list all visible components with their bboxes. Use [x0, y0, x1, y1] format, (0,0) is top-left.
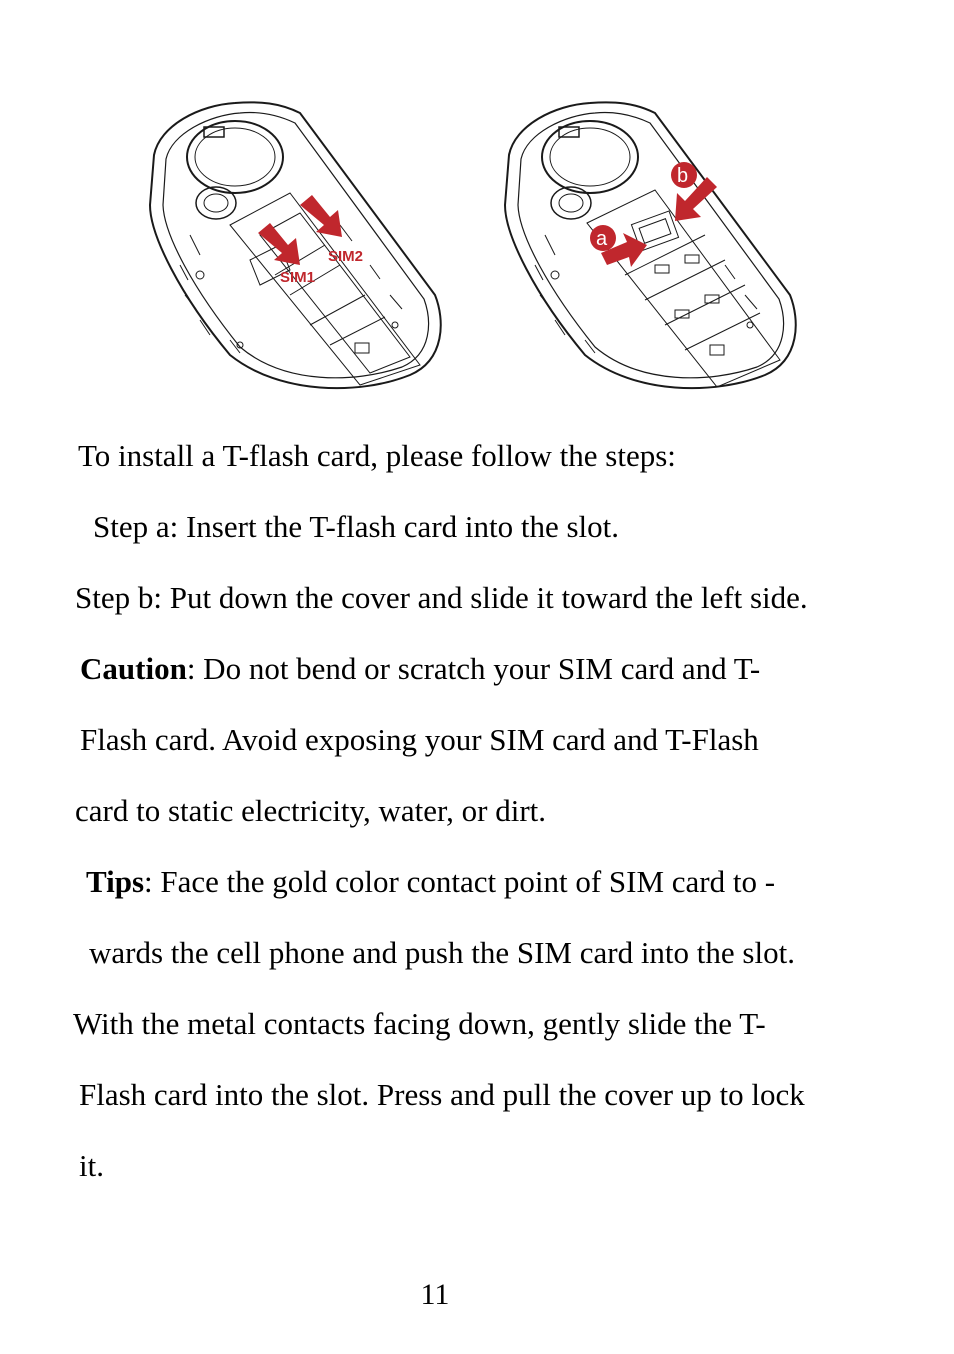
tips-line-4: Flash card into the slot. Press and pull…	[79, 1077, 805, 1112]
step-a-arrow	[601, 233, 647, 267]
camera-ring	[186, 120, 284, 194]
tips-line-2: wards the cell phone and push the SIM ca…	[89, 935, 795, 970]
battery-compartment	[179, 192, 421, 386]
tflash-install-figure: a b	[503, 101, 797, 390]
sim1-arrow	[258, 223, 300, 265]
svg-text:b: b	[677, 165, 688, 187]
sim-install-figure: SIM1 SIM2	[148, 101, 442, 390]
page-number: 11	[420, 1278, 450, 1311]
sim1-label: SIM1	[280, 269, 315, 286]
tips-text-1: : Face the gold color contact point of S…	[144, 864, 776, 899]
caution-line-1: Caution: Do not bend or scratch your SIM…	[80, 651, 760, 687]
phone-back-outline	[148, 101, 442, 390]
speaker-ring	[550, 186, 592, 220]
sim2-arrow	[300, 195, 342, 237]
sim2-label: SIM2	[328, 248, 363, 265]
camera-ring	[541, 120, 639, 194]
step-b-arrow	[675, 177, 717, 221]
tips-line-3: With the metal contacts facing down, gen…	[73, 1006, 766, 1041]
tips-label: Tips	[86, 864, 145, 899]
tips-line-1: Tips: Face the gold color contact point …	[86, 864, 775, 900]
step-a-text: Step a: Insert the T-flash card into the…	[93, 509, 620, 544]
step-b-text: Step b: Put down the cover and slide it …	[75, 580, 808, 615]
phone-back-outline	[503, 101, 797, 390]
caution-label: Caution	[80, 651, 187, 686]
svg-text:a: a	[596, 228, 608, 250]
step-a-badge: a	[590, 225, 616, 251]
tips-line-5: it.	[79, 1148, 104, 1183]
battery-compartment	[534, 189, 781, 388]
intro-text: To install a T-flash card, please follow…	[78, 438, 676, 473]
speaker-ring	[195, 186, 237, 220]
caution-line-2: Flash card. Avoid exposing your SIM card…	[80, 722, 759, 757]
caution-line-3: card to static electricity, water, or di…	[75, 793, 547, 828]
step-b-badge: b	[671, 162, 697, 188]
caution-text-1: : Do not bend or scratch your SIM card a…	[186, 651, 761, 686]
